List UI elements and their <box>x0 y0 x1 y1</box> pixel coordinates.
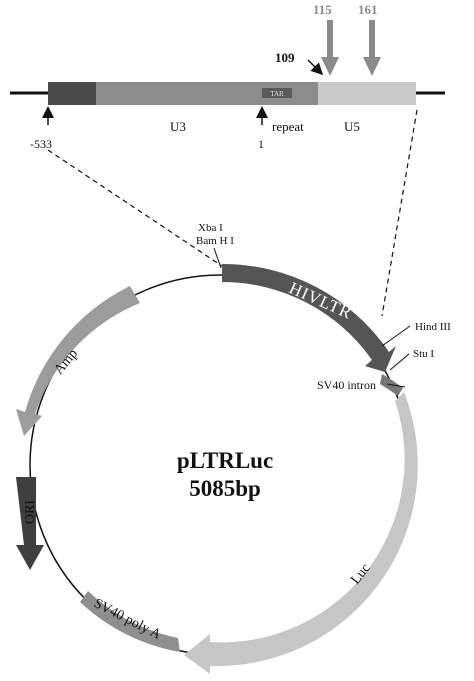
tar-label: TAR <box>270 90 284 98</box>
ori-label: ORI <box>23 500 38 524</box>
projection-line-left <box>47 149 223 267</box>
repeat-label: repeat <box>272 119 304 134</box>
pos-161-label: 161 <box>358 2 378 17</box>
site-bamhi-leader <box>213 247 222 269</box>
projection-line-right <box>381 109 418 317</box>
site-hindiii-leader <box>381 325 411 347</box>
hivltr-label: HIVLTR <box>286 278 355 323</box>
pos-161-arrow <box>363 20 381 76</box>
u3-dark-segment <box>48 82 96 105</box>
site-bamhi-label: Bam H I <box>196 235 234 247</box>
amp-feature <box>16 286 140 436</box>
pos-115-arrow <box>321 20 339 76</box>
u5-segment <box>318 82 416 105</box>
sv40-polya-feature <box>80 591 180 652</box>
pos-1-label: 1 <box>258 137 264 151</box>
sv40-intron-divider <box>386 383 406 388</box>
ori-feature <box>16 477 44 570</box>
site-stui-leader <box>389 353 410 371</box>
plasmid-name: pLTRLuc <box>177 448 273 473</box>
plasmid-size: 5085bp <box>189 476 261 501</box>
site-xbai-label: Xba I <box>198 222 223 234</box>
pos-109-label: 109 <box>275 50 295 65</box>
ltr-linear-map: TAR -533 U3 repeat 1 U5 109 115 161 <box>10 2 445 151</box>
site-stui-label: Stu I <box>413 348 434 360</box>
u3-segment <box>96 82 318 105</box>
sv40-intron-label: SV40 intron <box>317 378 376 392</box>
pos-minus533-label: -533 <box>30 137 52 151</box>
tar-box <box>262 88 292 98</box>
site-hindiii-label: Hind III <box>415 321 451 333</box>
plasmid-circle <box>16 263 418 674</box>
pos-115-label: 115 <box>313 2 332 17</box>
hivltr-feature <box>222 263 396 372</box>
pos-109-arrow <box>307 59 324 76</box>
u3-label: U3 <box>170 119 186 134</box>
luc-feature <box>184 392 418 674</box>
u5-label: U5 <box>344 119 360 134</box>
